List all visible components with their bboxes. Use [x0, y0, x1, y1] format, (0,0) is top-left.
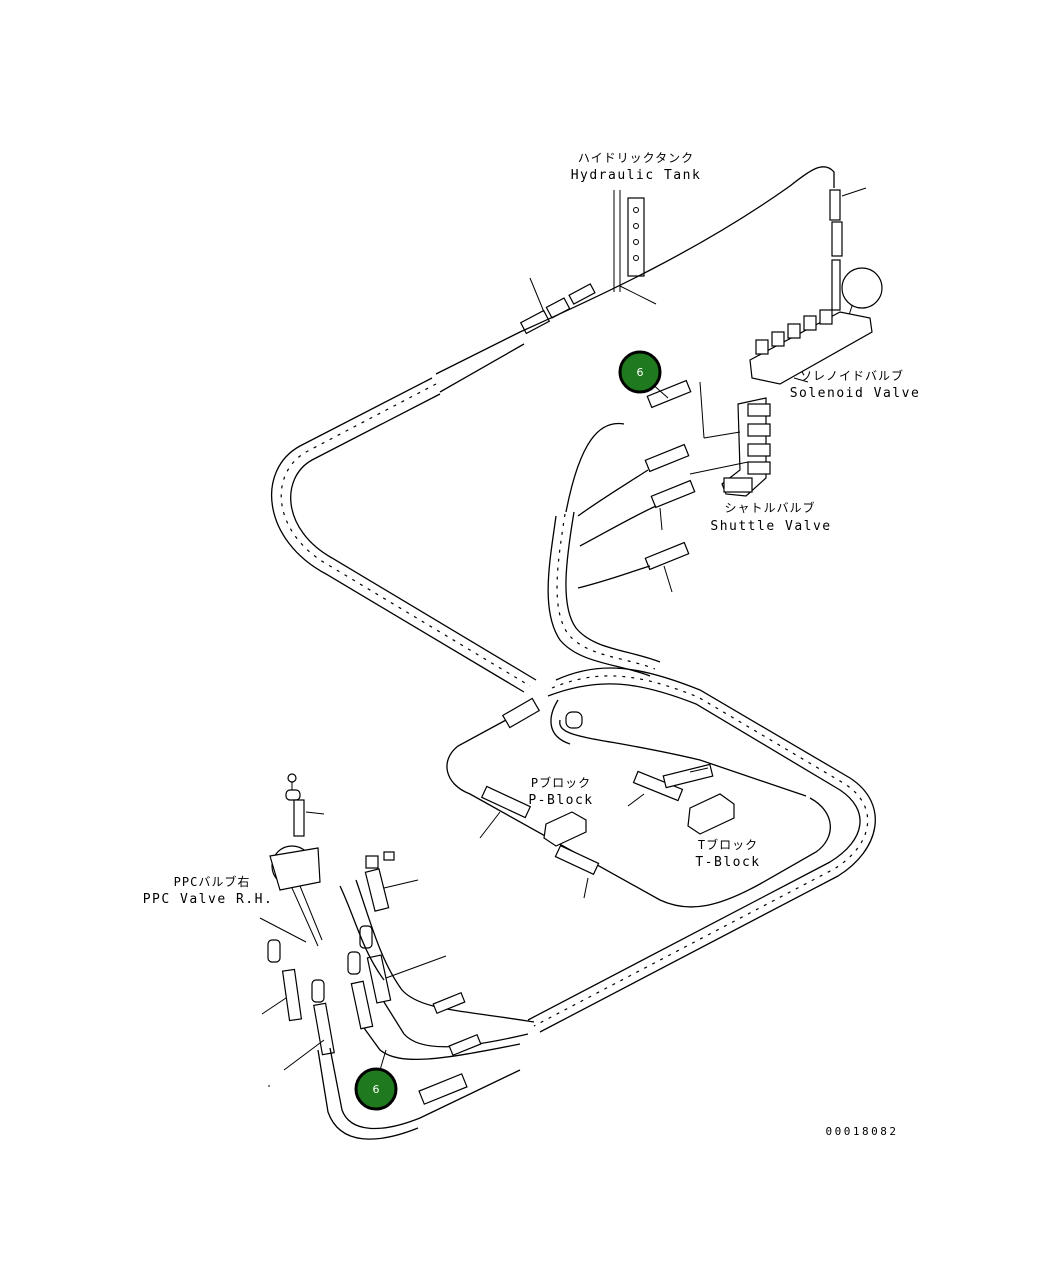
- main-return-hose: [270, 166, 835, 693]
- t-block-label-jp: Tブロック: [698, 837, 758, 852]
- ppc-valve-label-en: PPC Valve R.H.: [143, 892, 274, 907]
- hydraulic-tank-label-en: Hydraulic Tank: [571, 168, 702, 183]
- p-block-label-en: P-Block: [528, 793, 593, 808]
- callout-6-upper[interactable]: 6: [618, 350, 669, 399]
- shuttle-valve-assembly: [689, 381, 771, 497]
- callout-number: 6: [637, 366, 644, 379]
- solenoid-valve-assembly: [749, 187, 883, 385]
- hydraulic-tank-bracket: [613, 190, 657, 305]
- solenoid-valve-label-en: Solenoid Valve: [790, 386, 921, 401]
- ppc-valve-label-jp: PPCバルブ右: [174, 874, 251, 889]
- ppc-valve-assembly: [259, 773, 419, 947]
- drawing-number: 00018082: [826, 1125, 899, 1138]
- right-loop-hose: [527, 422, 876, 1033]
- t-block: [627, 763, 735, 835]
- shuttle-valve-label-jp: シャトルバルブ: [724, 500, 815, 515]
- solenoid-valve-label-jp: ソレノイドバルブ: [800, 368, 904, 383]
- hydraulic-tank-label-jp: ハイドリックタンク: [578, 151, 694, 165]
- inner-block-loop: [446, 697, 831, 908]
- p-block-label-jp: Pブロック: [531, 775, 591, 790]
- shuttle-valve-label-en: Shuttle Valve: [710, 519, 831, 534]
- shuttle-hose-fittings: [644, 379, 696, 593]
- callout-number: 6: [373, 1083, 380, 1096]
- tank-fittings: [519, 277, 596, 335]
- p-block: [479, 785, 600, 899]
- callout-6-lower[interactable]: 6: [354, 1049, 398, 1111]
- t-block-label-en: T-Block: [695, 855, 760, 870]
- ppc-lower-hoses: [261, 879, 535, 1140]
